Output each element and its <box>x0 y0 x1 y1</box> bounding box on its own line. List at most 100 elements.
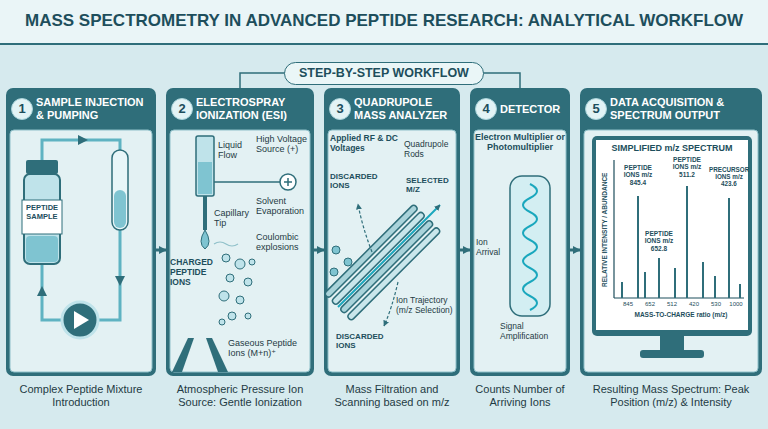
arrival-label: Ion Arrival <box>476 238 508 258</box>
voltage-label: Applied RF & DC Voltages <box>330 134 400 154</box>
illustration-polygon <box>206 338 228 372</box>
illustration-line <box>613 160 614 298</box>
illustration-rect <box>26 160 58 174</box>
illustration-circle <box>226 274 234 282</box>
illustration-line <box>637 196 639 298</box>
illustration-circle <box>219 319 225 325</box>
illustration-path <box>214 242 238 246</box>
illustration-rect <box>166 88 314 376</box>
step-panel: SAMPLE INJECTION & PUMPINGComplex Peptid… <box>6 88 156 424</box>
diagram-title: MASS SPECTROMETRY IN ADVANCED PEPTIDE RE… <box>25 11 743 31</box>
flow-arrow <box>460 249 470 252</box>
peak-label: PEPTIDE IONS m/z 845.4 <box>617 164 659 186</box>
illustration-rect <box>10 130 152 372</box>
illustration-polygon <box>37 286 47 296</box>
peak-label: PEPTIDE IONS m/z 511.2 <box>668 156 706 178</box>
illustration-line <box>0 43 768 45</box>
illustration-polygon <box>78 135 88 145</box>
illustration-path <box>523 184 537 310</box>
illustration-circle <box>245 313 251 319</box>
pill-text: STEP-BY-STEP WORKFLOW <box>299 66 469 81</box>
flow-arrow <box>570 249 580 252</box>
step-heading: QUADRUPOLE MASS ANALYZER <box>354 88 456 130</box>
illustration-rect <box>324 88 460 376</box>
step-number: 3 <box>330 99 350 118</box>
illustration-path <box>98 230 120 320</box>
illustration-line <box>714 276 716 298</box>
step-number-circle: 1 <box>11 98 33 120</box>
illustration-rect <box>328 130 456 372</box>
illustration-polygon <box>74 311 89 329</box>
step-number-circle: 2 <box>171 98 193 120</box>
illustration-circle <box>222 254 230 262</box>
illustration-path <box>358 204 372 252</box>
step-number: 1 <box>12 99 32 118</box>
illustration-circle <box>228 312 236 320</box>
step-number-circle: 4 <box>475 98 497 120</box>
illustration-rect <box>660 336 684 350</box>
axis-title: MASS-TO-CHARGE ratio (m/z) <box>616 311 746 318</box>
workflow-pill: STEP-BY-STEP WORKFLOW <box>284 62 484 85</box>
axis-tick: 512 <box>662 301 682 308</box>
step-number-circle: 5 <box>585 98 607 120</box>
step-caption: Counts Number of Arriving Ions <box>472 383 568 409</box>
illustration-line <box>674 268 676 298</box>
illustration-rect <box>196 136 214 196</box>
illustration-polygon <box>115 276 125 286</box>
illustration-rect <box>114 190 126 228</box>
illustration-rect <box>170 130 310 372</box>
illustration-circle <box>236 296 244 304</box>
axis-title: RELATIVE INTENSITY / ABUNDANCE <box>601 164 608 296</box>
illustration-circle <box>332 246 340 254</box>
illustration-line <box>728 198 730 298</box>
selected-label: SELECTED M/Z <box>406 176 456 194</box>
illustration-rect <box>474 130 566 372</box>
flow-label: Liquid Flow <box>218 140 256 161</box>
step-number: 5 <box>586 99 606 118</box>
illustration-path <box>384 282 398 326</box>
step-subheading: Electron Multiplier or Photomultiplier <box>474 132 566 153</box>
illustration-rect <box>22 200 62 234</box>
illustration-rect <box>640 350 704 358</box>
peak-label: PEPTIDE IONS m/z 652.8 <box>640 230 678 252</box>
step-number: 4 <box>476 99 496 118</box>
step-heading: DATA ACQUISITION & SPECTRUM OUTPUT <box>610 88 758 130</box>
trajectory-label: Ion Trajectory (m/z Selection) <box>396 296 456 316</box>
illustration-rect <box>24 174 60 264</box>
step-caption: Atmospheric Pressure Ion Source: Gentle … <box>168 383 312 409</box>
illustration-rect <box>26 236 58 262</box>
illustration-path <box>284 178 292 186</box>
illustration-path <box>214 181 280 183</box>
illustration-line <box>658 258 660 298</box>
illustration-circle <box>219 291 229 301</box>
axis-tick: 530 <box>706 301 726 308</box>
illustration-circle <box>62 302 98 338</box>
illustration-rect <box>203 196 207 230</box>
illustration-rect <box>592 136 752 336</box>
chart-title: SIMPLIFIED m/z SPECTRUM <box>598 143 746 153</box>
explosion-label: Coulombic explosions <box>256 232 310 253</box>
flow-arrow <box>314 249 324 252</box>
step-number: 2 <box>172 99 192 118</box>
voltage-label: High Voltage Source (+) <box>256 134 310 155</box>
illustration-line <box>739 284 741 298</box>
ion-label: CHARGED PEPTIDE IONS <box>170 258 216 287</box>
illustration-rect <box>0 0 768 44</box>
illustration-rect <box>584 130 758 372</box>
peak-label: PRECURSOR IONS m/z 423.6 <box>709 166 749 188</box>
step-caption: Mass Filtration and Scanning based on m/… <box>326 383 458 409</box>
capillary-label: Capillary Tip <box>214 208 254 229</box>
vial-label: PEPTIDE SAMPLE <box>23 204 61 221</box>
illustration-rect <box>596 140 748 330</box>
illustration-circle <box>249 259 255 265</box>
illustration-g <box>622 186 740 298</box>
step-heading: ELECTROSPRAY IONIZATION (ESI) <box>196 88 310 130</box>
illustration-path <box>201 230 209 249</box>
illustration-rect <box>198 162 212 194</box>
evaporation-label: Solvent Evaporation <box>256 196 310 217</box>
axis-tick: 652 <box>640 301 660 308</box>
discarded-label: DISCARDED IONS <box>330 172 384 190</box>
illustration-rect <box>510 176 550 316</box>
step-caption: Resulting Mass Spectrum: Peak Position (… <box>582 383 760 409</box>
